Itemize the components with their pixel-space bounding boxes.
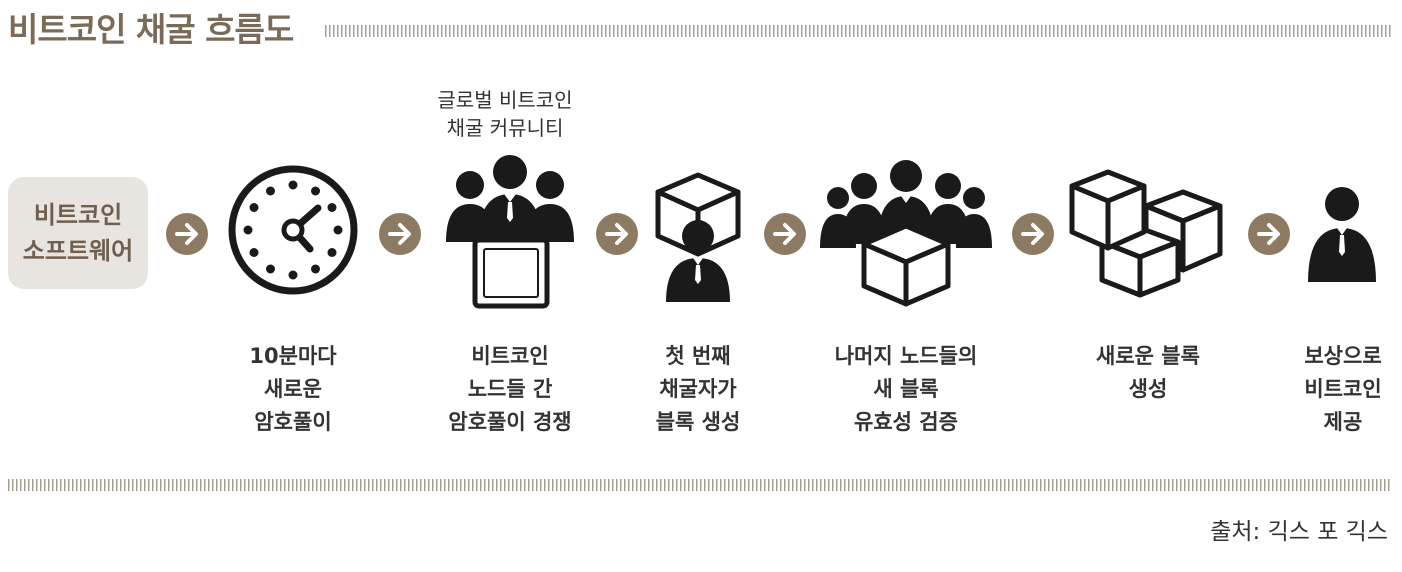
step-3-line-1: 첫 번째 bbox=[665, 344, 731, 368]
mining-community-icon bbox=[446, 155, 574, 309]
software-box-line1: 비트코인 bbox=[33, 201, 123, 229]
step-caption-5: 새로운 블록 생성 bbox=[1058, 340, 1238, 406]
arrow-right-icon bbox=[379, 213, 421, 255]
arrow-right-icon bbox=[166, 213, 208, 255]
new-blocks-icon bbox=[1069, 169, 1223, 298]
reward-person-icon bbox=[1308, 187, 1376, 282]
bottom-divider bbox=[8, 479, 1392, 491]
step-6-line-3: 제공 bbox=[1323, 410, 1363, 434]
step-4-line-2: 새 블록 bbox=[873, 377, 939, 401]
bitcoin-software-box: 비트코인 소프트웨어 bbox=[8, 177, 148, 289]
step-caption-3: 첫 번째 채굴자가 블록 생성 bbox=[618, 340, 778, 439]
arrow-right-icon bbox=[1012, 213, 1054, 255]
step-3-line-2: 채굴자가 bbox=[659, 377, 737, 401]
step-5-line-2: 생성 bbox=[1128, 377, 1168, 401]
software-box-line2: 소프트웨어 bbox=[22, 237, 134, 265]
step-1-line-1: 10분마다 bbox=[249, 344, 337, 368]
source-credit: 출처: 긱스 포 긱스 bbox=[1210, 519, 1388, 545]
step-2-line-3: 암호풀이 경쟁 bbox=[448, 410, 572, 434]
arrow-right-icon bbox=[764, 213, 806, 255]
step-1-line-3: 암호풀이 bbox=[254, 410, 332, 434]
step-6-line-2: 비트코인 bbox=[1304, 377, 1382, 401]
step-5-line-1: 새로운 블록 bbox=[1096, 344, 1200, 368]
arrow-right-icon bbox=[1248, 213, 1290, 255]
step-caption-1: 10분마다 새로운 암호풀이 bbox=[203, 340, 383, 439]
step-caption-6: 보상으로 비트코인 제공 bbox=[1268, 340, 1402, 439]
step-1-line-2: 새로운 bbox=[264, 377, 322, 401]
clock-icon bbox=[228, 165, 358, 295]
step-caption-2: 비트코인 노드들 간 암호풀이 경쟁 bbox=[410, 340, 610, 439]
step-caption-4: 나머지 노드들의 새 블록 유효성 검증 bbox=[796, 340, 1016, 439]
step-4-line-3: 유효성 검증 bbox=[854, 410, 958, 434]
step-6-line-1: 보상으로 bbox=[1304, 344, 1382, 368]
step-2-line-2: 노드들 간 bbox=[467, 377, 553, 401]
step-2-line-1: 비트코인 bbox=[471, 344, 549, 368]
community-label-line1: 글로벌 비트코인 bbox=[437, 88, 573, 112]
diagram-title: 비트코인 채굴 흐름도 bbox=[8, 10, 294, 49]
node-validation-icon bbox=[820, 160, 992, 307]
miner-block-icon bbox=[655, 172, 741, 302]
step-3-line-3: 블록 생성 bbox=[655, 410, 741, 434]
community-label: 글로벌 비트코인 채굴 커뮤니티 bbox=[405, 86, 605, 142]
arrow-right-icon bbox=[596, 213, 638, 255]
community-label-line2: 채굴 커뮤니티 bbox=[446, 116, 564, 140]
step-4-line-1: 나머지 노드들의 bbox=[834, 344, 978, 368]
top-divider bbox=[325, 25, 1392, 37]
